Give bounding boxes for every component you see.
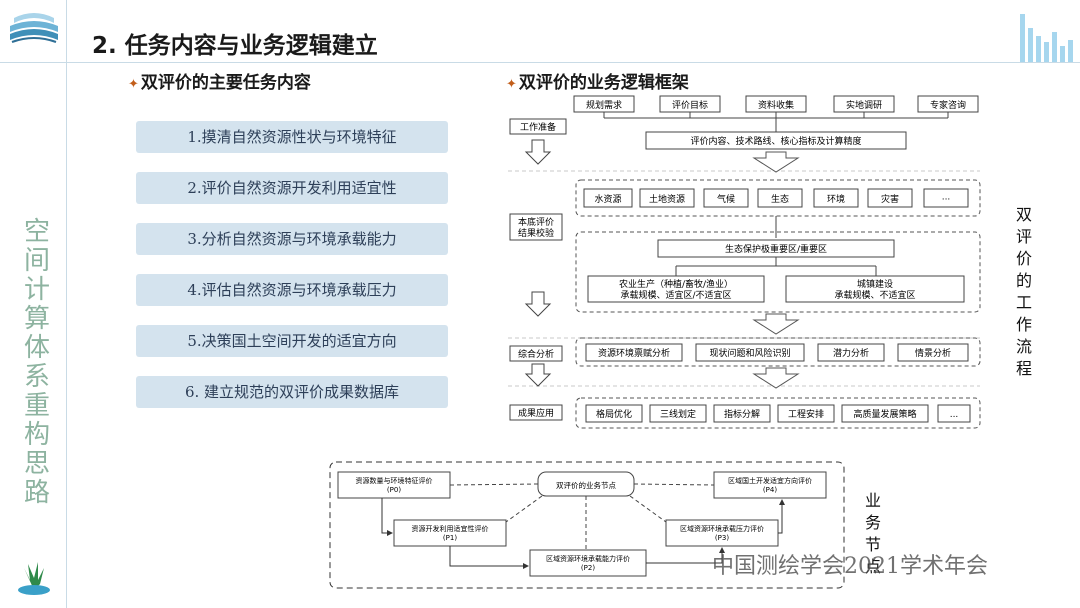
sidebar-divider — [66, 0, 67, 608]
business-node-diagram: 双评价的业务节点 资源数量与环境特征评价(P0) 区域国土开发适宜方向评价(P4… — [329, 461, 845, 589]
header-divider — [0, 62, 1080, 63]
application-item: 格局优化 — [596, 408, 632, 420]
agri-line-1: 农业生产（种植/畜牧/渔业） — [619, 278, 733, 290]
application-item: 高质量发展策略 — [853, 408, 916, 420]
resource-group — [575, 179, 981, 217]
resource-item: 环境 — [827, 193, 845, 205]
node-p2-box — [529, 549, 647, 577]
node-p4: 区域国土开发适宜方向评价(P4) — [728, 476, 812, 494]
stage-separators — [508, 170, 980, 387]
flow-arrow-icon — [752, 151, 800, 173]
task-item: 3.分析自然资源与环境承载能力 — [136, 223, 448, 255]
business-vertical-label: 业务节点 — [864, 491, 881, 576]
stage-box-base — [509, 213, 563, 241]
resource-item: 水资源 — [594, 193, 621, 205]
stage-label-analysis: 综合分析 — [518, 348, 554, 360]
application-item: 工程安排 — [788, 408, 824, 420]
eco-zone: 生态保护极重要区/重要区 — [725, 243, 827, 255]
analysis-item: 资源环境禀赋分析 — [598, 347, 670, 359]
node-p1-box — [393, 519, 507, 547]
node-p0-box — [337, 471, 451, 499]
resource-item: 土地资源 — [649, 193, 685, 205]
resource-items: 水资源 土地资源 气候 生态 环境 灾害 ··· — [583, 188, 969, 208]
task-item: 5.决策国土空间开发的适宜方向 — [136, 325, 448, 357]
prep-items: 规划需求 评价目标 资料收集 实地调研 专家咨询 — [573, 95, 979, 113]
book-logo-icon — [10, 13, 58, 43]
bullet-marker-icon: ✦ — [506, 77, 517, 92]
dashed-links — [449, 483, 715, 550]
right-heading-text: 双评价的业务逻辑框架 — [518, 73, 689, 93]
agri-box — [587, 275, 765, 303]
framework-diagram: 工作准备 本底评价结果校验 综合分析 成果应用 规划需求 评价目标 资料收集 实… — [508, 95, 981, 429]
node-p3-box — [665, 519, 779, 547]
node-p1: 资源开发利用适宜性评价(P1) — [412, 524, 489, 542]
right-heading: ✦双评价的业务逻辑框架 — [506, 68, 689, 93]
stage-label-prep: 工作准备 — [520, 121, 556, 133]
bars-logo-icon — [1020, 14, 1073, 62]
vertical-section-title: 空间计算体系重构思路 — [23, 217, 50, 508]
down-arrow-icon — [524, 291, 552, 317]
stage-label-base: 本底评价结果校验 — [518, 216, 554, 239]
left-heading: ✦双评价的主要任务内容 — [128, 68, 311, 93]
page-title: 2. 任务内容与业务逻辑建立 — [92, 33, 378, 59]
urban-box — [785, 275, 965, 303]
analysis-item: 潜力分析 — [833, 347, 869, 359]
application-item: ... — [950, 410, 959, 420]
bullet-marker-icon: ✦ — [128, 77, 139, 92]
task-item: 4.评估自然资源与环境承载压力 — [136, 274, 448, 306]
task-item: 2.评价自然资源开发利用适宜性 — [136, 172, 448, 204]
application-group — [575, 397, 981, 429]
down-arrow-icon — [524, 139, 552, 165]
analysis-group — [575, 337, 981, 367]
flow-arrow-icon — [752, 313, 800, 335]
task-item: 6. 建立规范的双评价成果数据库 — [136, 376, 448, 408]
application-item: 三线划定 — [660, 408, 696, 420]
node-p0: 资源数量与环境特征评价(P0) — [356, 476, 433, 494]
node-p2: 区域资源环境承载能力评价(P2) — [546, 554, 630, 572]
urban-line-1: 城镇建设 — [857, 278, 893, 290]
prep-item: 专家咨询 — [930, 99, 966, 111]
node-p3: 区域资源环境承载压力评价(P3) — [680, 524, 764, 542]
business-center: 双评价的业务节点 — [556, 480, 616, 490]
workflow-vertical-label: 双评价的工作流程 — [1015, 205, 1032, 378]
stage-box-analysis — [509, 345, 563, 362]
stage-box-prep — [509, 118, 567, 135]
urban-line-2: 承载规模、不适宜区 — [834, 289, 915, 301]
analysis-item: 情景分析 — [915, 347, 951, 359]
resource-item: 灾害 — [881, 193, 899, 205]
resource-item: 气候 — [717, 193, 735, 205]
stage-box-apply — [509, 404, 563, 421]
analysis-items: 资源环境禀赋分析 现状问题和风险识别 潜力分析 情景分析 — [585, 343, 969, 362]
agri-line-2: 承载规模、适宜区/不适宜区 — [620, 289, 731, 301]
prep-item: 资料收集 — [758, 99, 794, 111]
flow-arrow-icon — [752, 367, 800, 389]
prep-item: 评价目标 — [672, 99, 708, 111]
application-items: 格局优化 三线划定 指标分解 工程安排 高质量发展策略 ... — [585, 404, 971, 423]
down-arrow-icon — [524, 363, 552, 387]
prep-item: 实地调研 — [846, 99, 882, 111]
prep-summary: 评价内容、技术路线、核心指标及计算精度 — [690, 135, 861, 147]
plant-logo-icon — [18, 562, 50, 595]
application-item: 指标分解 — [724, 408, 760, 420]
conference-watermark: 中国测绘学会2021学术年会 — [712, 554, 988, 579]
prep-summary-box — [645, 131, 907, 150]
analysis-item: 现状问题和风险识别 — [709, 347, 790, 359]
business-frame — [329, 461, 845, 589]
prep-item: 规划需求 — [586, 99, 622, 111]
node-p4-box — [713, 471, 827, 499]
left-heading-text: 双评价的主要任务内容 — [140, 73, 311, 93]
resource-item: ··· — [942, 195, 951, 205]
solid-arrows — [381, 498, 785, 569]
task-item: 1.摸清自然资源性状与环境特征 — [136, 121, 448, 153]
resource-item: 生态 — [771, 193, 789, 205]
stage-label-apply: 成果应用 — [518, 407, 554, 419]
evaluation-group — [575, 231, 981, 313]
